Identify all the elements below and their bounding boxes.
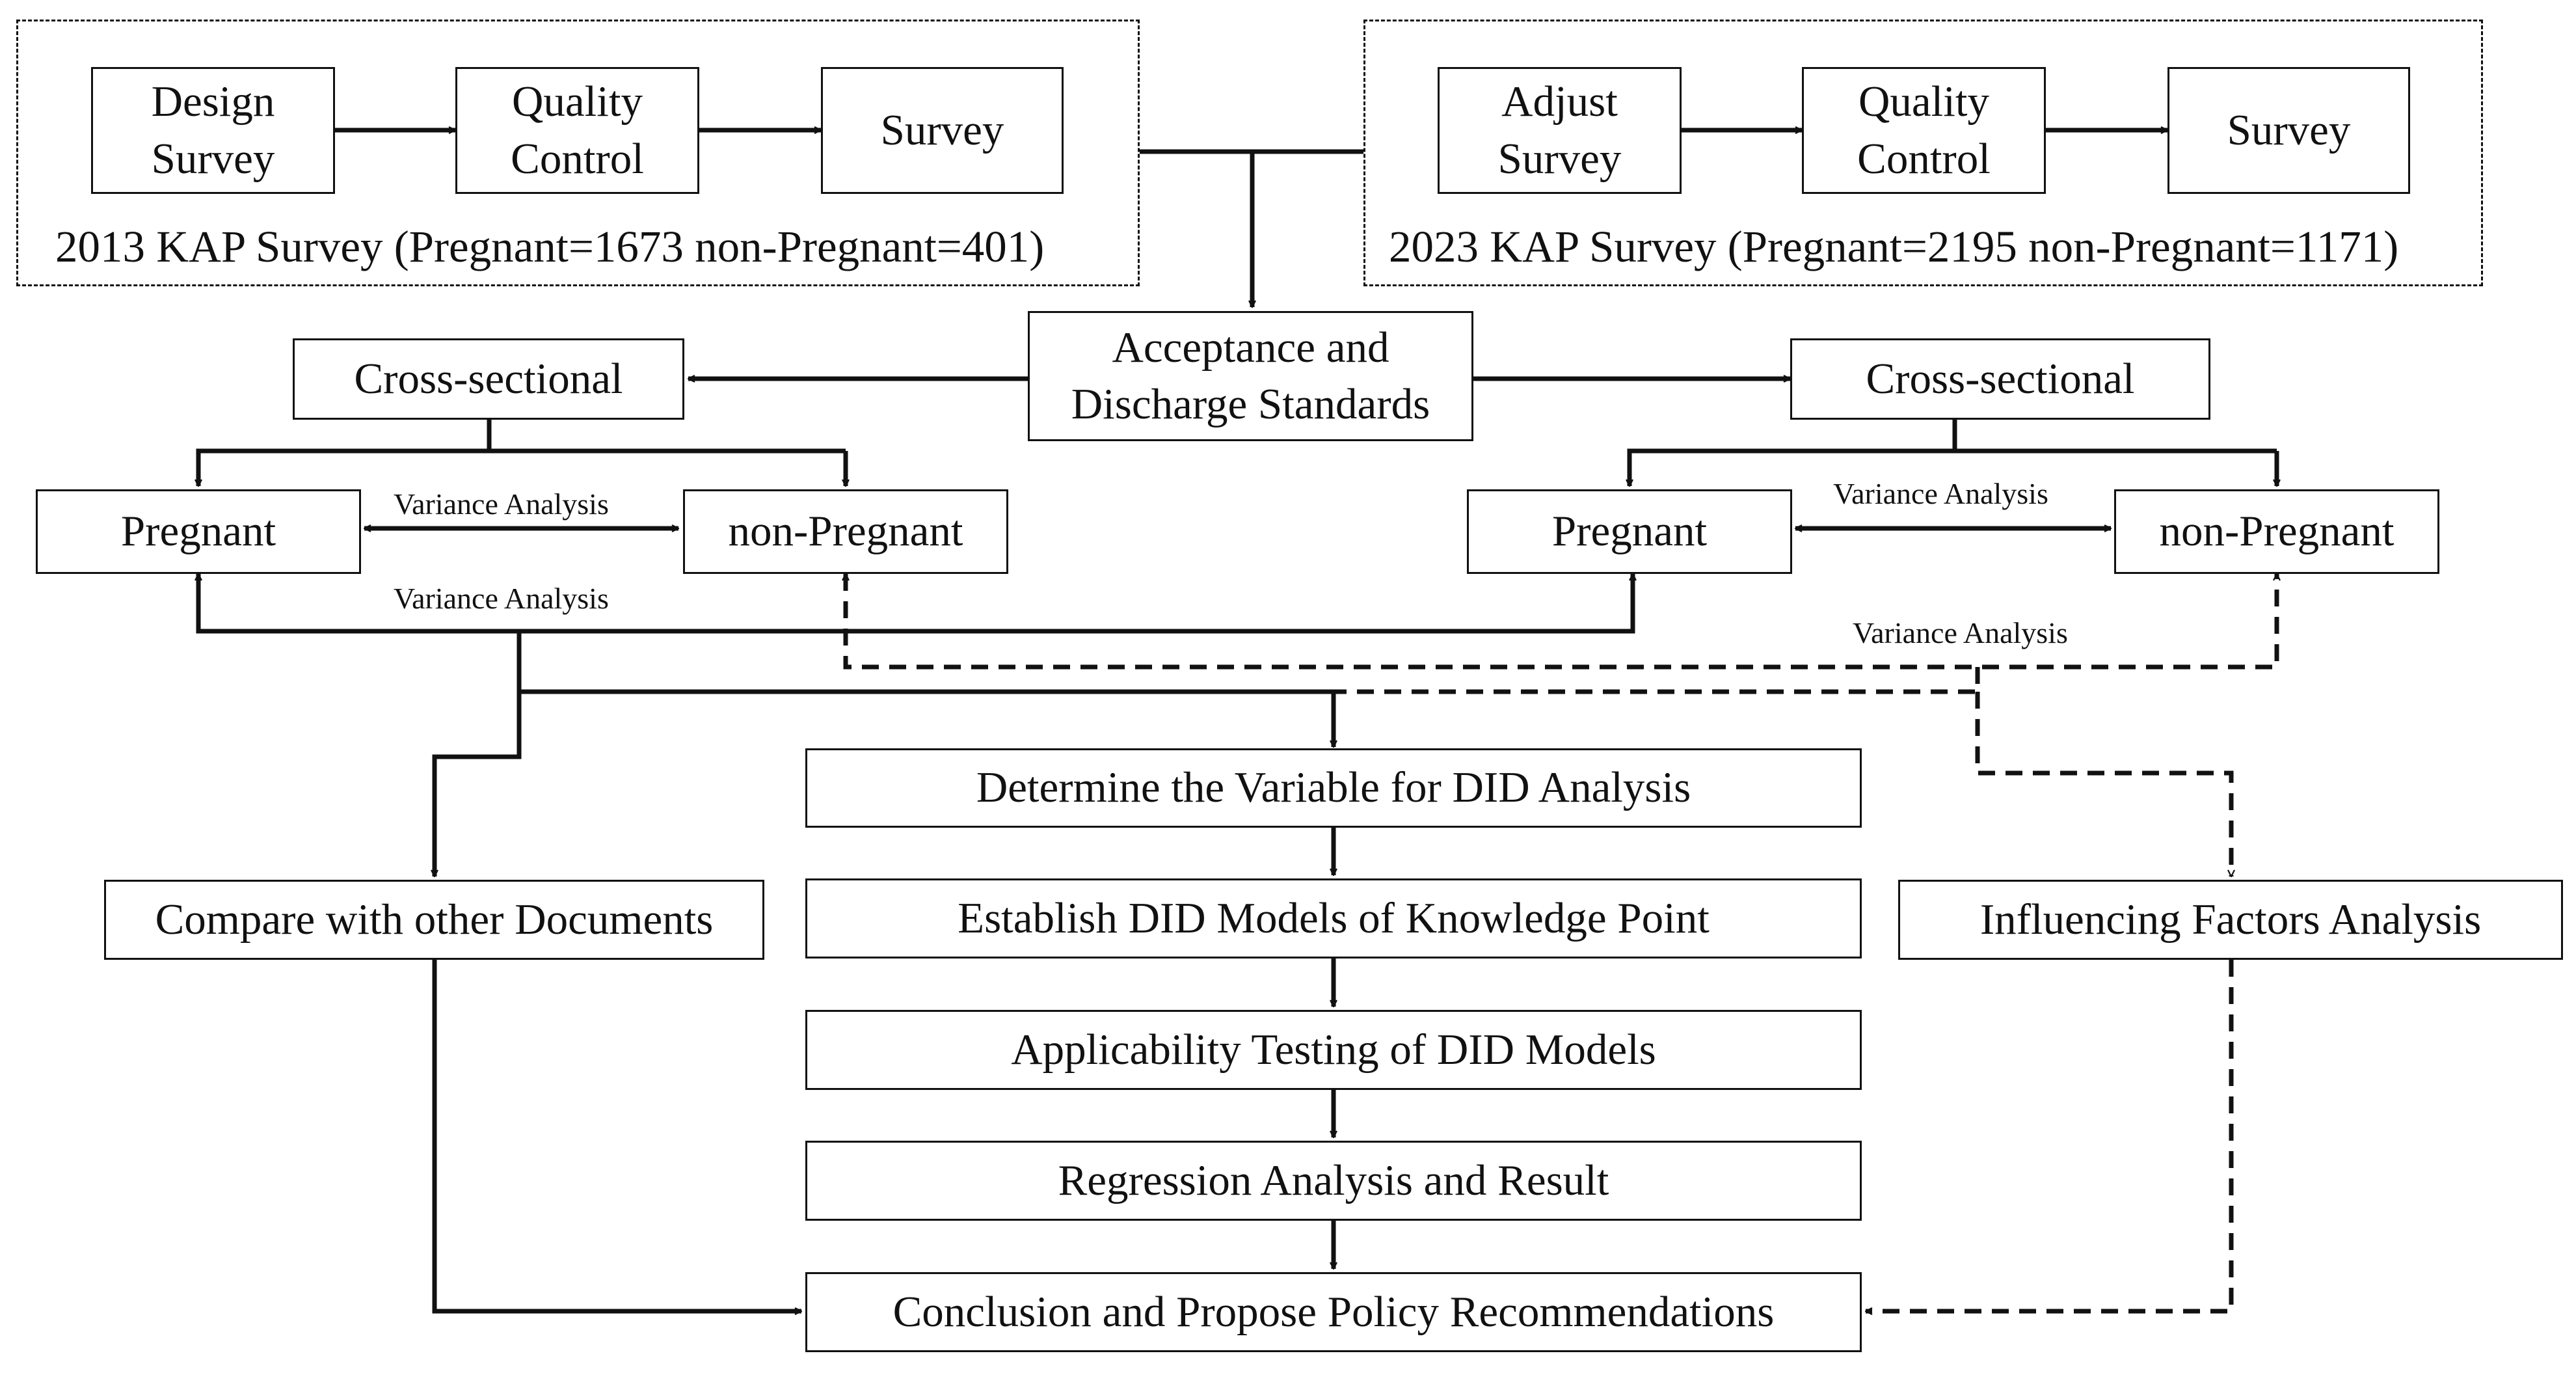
survey-2023-box: Survey: [2167, 67, 2410, 194]
cross-variance-dashed-label: Variance Analysis: [1853, 616, 2068, 649]
right-pregnant-label: Pregnant: [1551, 507, 1708, 556]
cross-variance-solid-label: Variance Analysis: [394, 582, 609, 615]
left-pregnant-box: Pregnant: [36, 489, 361, 574]
did-determine-variable-label: Determine the Variable for DID Analysis: [976, 763, 1691, 812]
did-establish-models-label: Establish DID Models of Knowledge Point: [958, 893, 1710, 942]
arrow-pregnant-cross-variance: [198, 574, 1633, 634]
connector-right-cross-split: [1630, 420, 1957, 486]
quality-control-2023-box: Quality Control: [1802, 67, 2046, 194]
adjust-survey-label: Adjust Survey: [1497, 77, 1622, 183]
quality-control-2013-box: Quality Control: [455, 67, 699, 194]
did-regression-analysis-box: Regression Analysis and Result: [805, 1141, 1862, 1221]
arrow-non-pregnant-cross-variance: [846, 574, 2277, 670]
did-applicability-testing-label: Applicability Testing of DID Models: [1011, 1025, 1656, 1074]
survey-2013-box: Survey: [821, 67, 1064, 194]
arrow-influencing-to-conclusion: [1866, 960, 2234, 1311]
quality-control-2023-label: Quality Control: [1857, 77, 1991, 183]
did-establish-models-box: Establish DID Models of Knowledge Point: [805, 878, 1862, 958]
did-determine-variable-box: Determine the Variable for DID Analysis: [805, 748, 1862, 828]
right-cross-sectional-label: Cross-sectional: [1866, 354, 2135, 403]
left-cross-sectional-box: Cross-sectional: [293, 338, 684, 420]
arrow-to-did-determine: [519, 689, 1334, 747]
quality-control-2013-label: Quality Control: [511, 77, 644, 183]
connector-left-cross-split: [198, 420, 492, 486]
design-survey-label: Design Survey: [151, 77, 275, 183]
compare-documents-box: Compare with other Documents: [104, 880, 764, 960]
acceptance-label: Acceptance and Discharge Standards: [1071, 323, 1430, 428]
adjust-survey-box: Adjust Survey: [1438, 67, 1682, 194]
left-non-pregnant-label: non-Pregnant: [728, 507, 963, 556]
arrow-to-compare: [435, 692, 522, 877]
right-variance-label: Variance Analysis: [1833, 477, 2048, 510]
arrow-to-influencing: [1975, 692, 2231, 877]
survey-2013-caption: 2013 KAP Survey (Pregnant=1673 non-Pregn…: [55, 222, 1045, 271]
conclusion-box: Conclusion and Propose Policy Recommenda…: [805, 1272, 1862, 1352]
right-non-pregnant-label: non-Pregnant: [2159, 507, 2395, 556]
arrow-compare-to-conclusion: [432, 960, 801, 1311]
survey-2023-group: [1363, 20, 2483, 286]
survey-2013-group: [16, 20, 1140, 286]
right-pregnant-box: Pregnant: [1467, 489, 1792, 574]
design-survey-box: Design Survey: [91, 67, 335, 194]
survey-2023-label: Survey: [2227, 105, 2351, 154]
conclusion-label: Conclusion and Propose Policy Recommenda…: [892, 1287, 1775, 1336]
right-non-pregnant-box: non-Pregnant: [2114, 489, 2439, 574]
right-cross-sectional-box: Cross-sectional: [1790, 338, 2210, 420]
left-cross-sectional-label: Cross-sectional: [354, 354, 623, 403]
left-non-pregnant-box: non-Pregnant: [683, 489, 1008, 574]
left-variance-label: Variance Analysis: [394, 487, 609, 521]
did-applicability-testing-box: Applicability Testing of DID Models: [805, 1010, 1862, 1090]
acceptance-box: Acceptance and Discharge Standards: [1028, 311, 1473, 441]
influencing-factors-label: Influencing Factors Analysis: [1979, 895, 2482, 944]
left-pregnant-label: Pregnant: [120, 507, 276, 556]
connector-dashed-to-did: [1334, 667, 1980, 694]
survey-2013-label: Survey: [880, 105, 1004, 154]
compare-documents-label: Compare with other Documents: [155, 895, 714, 944]
influencing-factors-box: Influencing Factors Analysis: [1898, 880, 2563, 960]
survey-2023-caption: 2023 KAP Survey (Pregnant=2195 non-Pregn…: [1389, 222, 2399, 271]
did-regression-analysis-label: Regression Analysis and Result: [1058, 1156, 1609, 1204]
